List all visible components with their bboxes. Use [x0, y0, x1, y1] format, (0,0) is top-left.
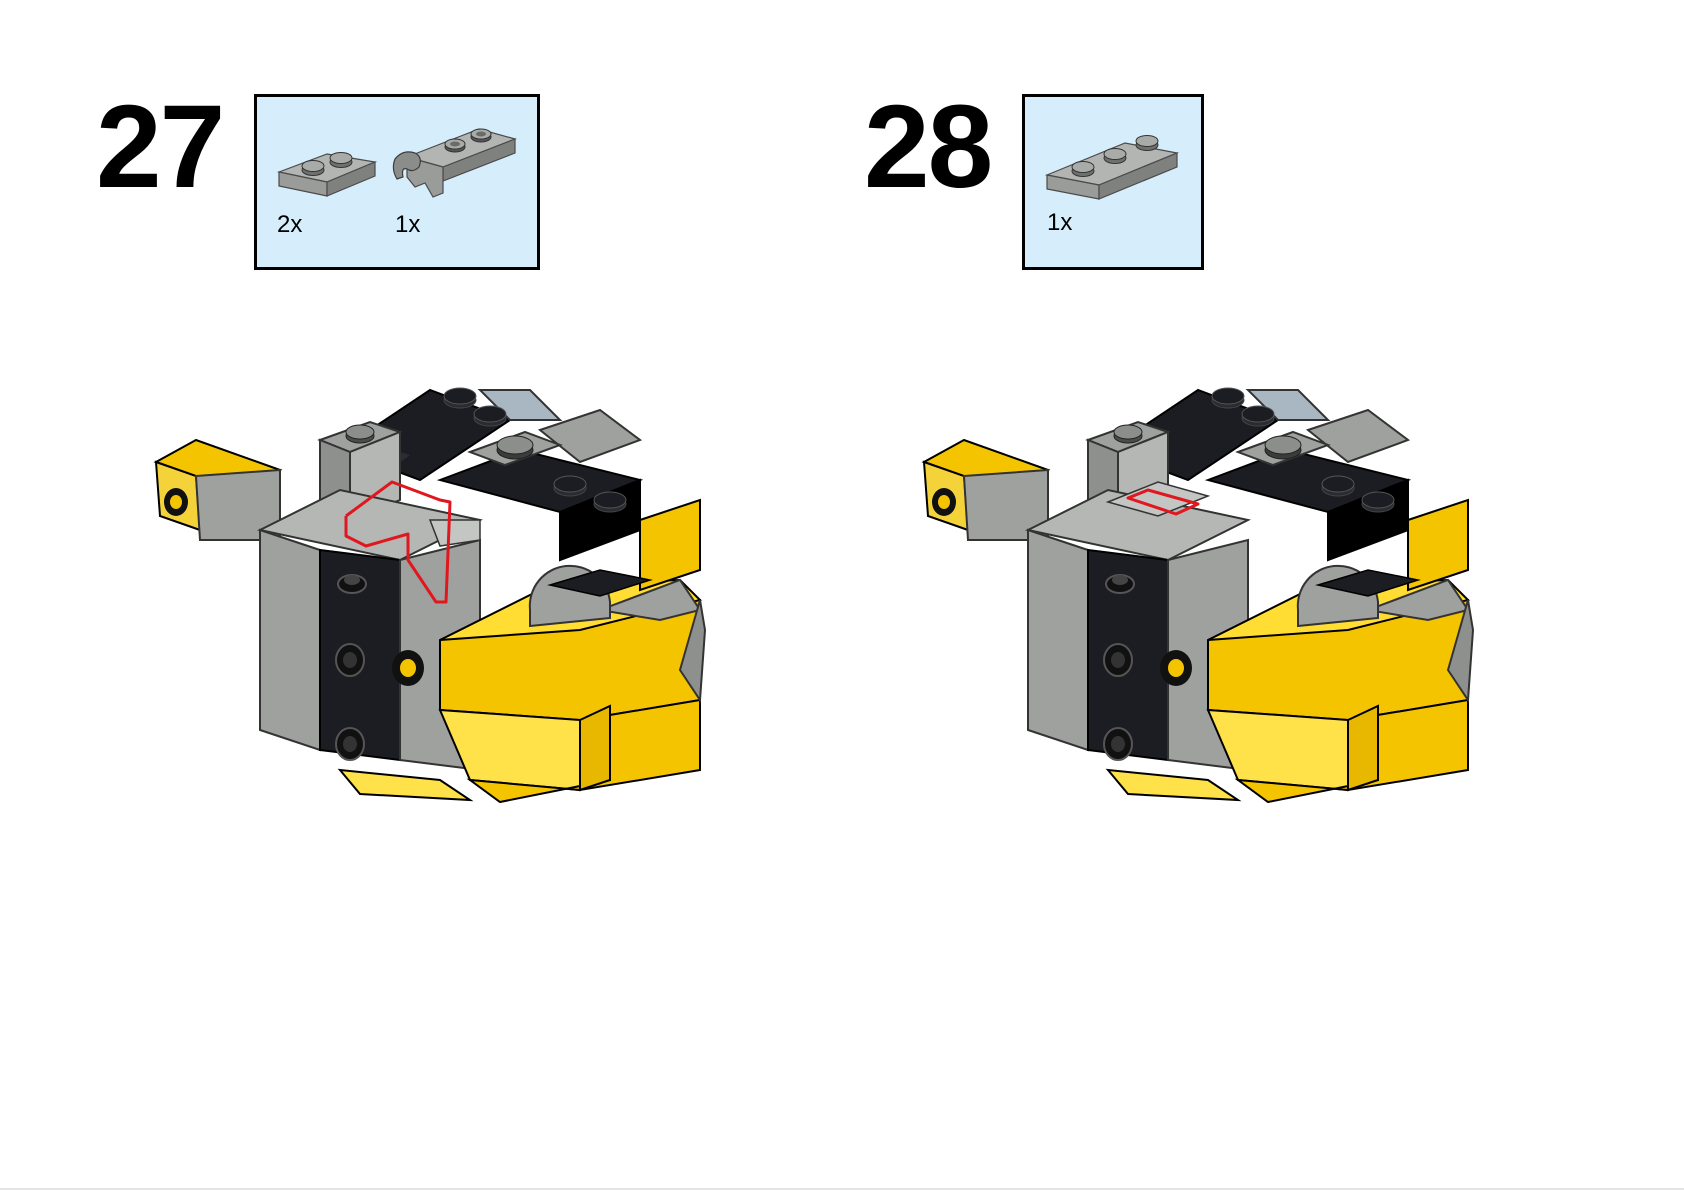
parts-callout-step-28: 1x	[1022, 94, 1204, 270]
model-left-arm	[921, 438, 1051, 541]
model-yellow-body	[337, 498, 707, 804]
qty-plate-1x3: 1x	[1047, 209, 1073, 236]
highlight-new-part	[344, 480, 452, 604]
model-step-27	[153, 387, 707, 804]
page-bottom-border	[0, 1188, 1684, 1190]
qty-plate-with-clip: 1x	[395, 211, 421, 238]
plate-1x3-icon	[1044, 135, 1180, 200]
model-left-arm	[153, 438, 283, 541]
step-number-27: 27	[96, 81, 225, 213]
step-number-28: 28	[864, 81, 993, 213]
model-back-blocks	[1085, 387, 1412, 562]
highlight-new-part	[1126, 488, 1200, 516]
parts-callout-step-27: 2x 1x	[254, 94, 540, 270]
model-front-columns	[1025, 481, 1251, 772]
model-step-28	[921, 387, 1475, 804]
plate-1x2-icon	[276, 152, 378, 197]
model-front-columns	[257, 488, 483, 772]
parts-callout-drawing	[1044, 135, 1180, 200]
model-yellow-body	[1105, 498, 1475, 804]
qty-plate-1x2: 2x	[277, 211, 303, 238]
plate-with-clip-icon	[392, 128, 517, 198]
parts-callout-drawing	[276, 128, 517, 198]
